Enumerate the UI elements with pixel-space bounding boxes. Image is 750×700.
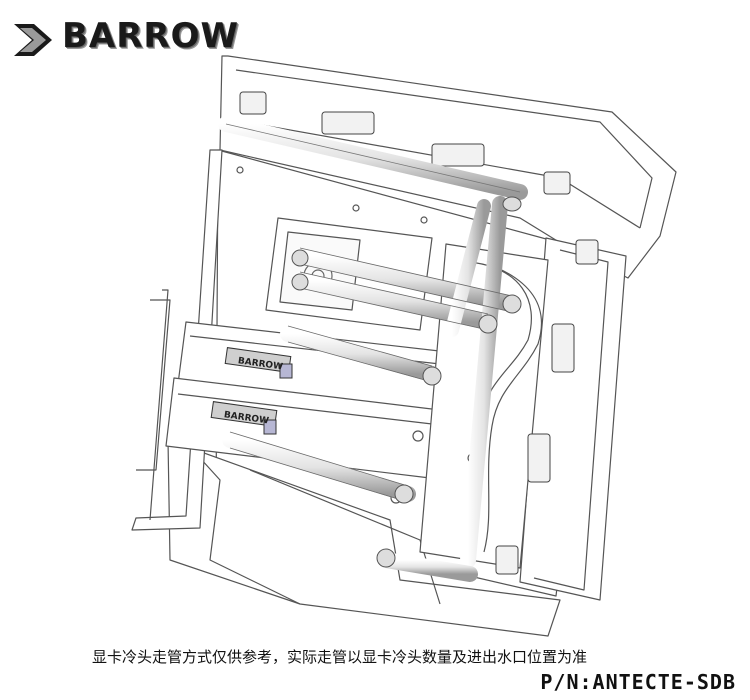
brand-logo-text: BARROW <box>62 16 239 56</box>
tube-cpu-1 <box>292 248 520 312</box>
tube-vertical-1 <box>460 196 508 568</box>
tube-gpu-1 <box>280 326 440 382</box>
top-fan-1 <box>239 91 267 115</box>
side-fan-1 <box>575 239 599 265</box>
top-fan-2 <box>321 111 375 135</box>
top-fan-4 <box>543 171 571 195</box>
part-number: P/N:ANTECTE-SDB <box>540 670 736 694</box>
tube-vertical-2 <box>445 199 491 337</box>
gpu-block-2 <box>210 401 278 427</box>
diagram-caption: 显卡冷头走管方式仅供参考，实际走管以显卡冷头数量及进出水口位置为准 <box>92 648 588 666</box>
side-fan-4 <box>495 545 519 575</box>
side-fan-2 <box>551 323 575 373</box>
tube-bottom <box>378 552 478 582</box>
tube-gpu-2 <box>222 432 416 502</box>
side-fan-3 <box>527 433 551 483</box>
barrow-logo-icon <box>14 24 52 56</box>
top-fan-3 <box>431 143 485 167</box>
